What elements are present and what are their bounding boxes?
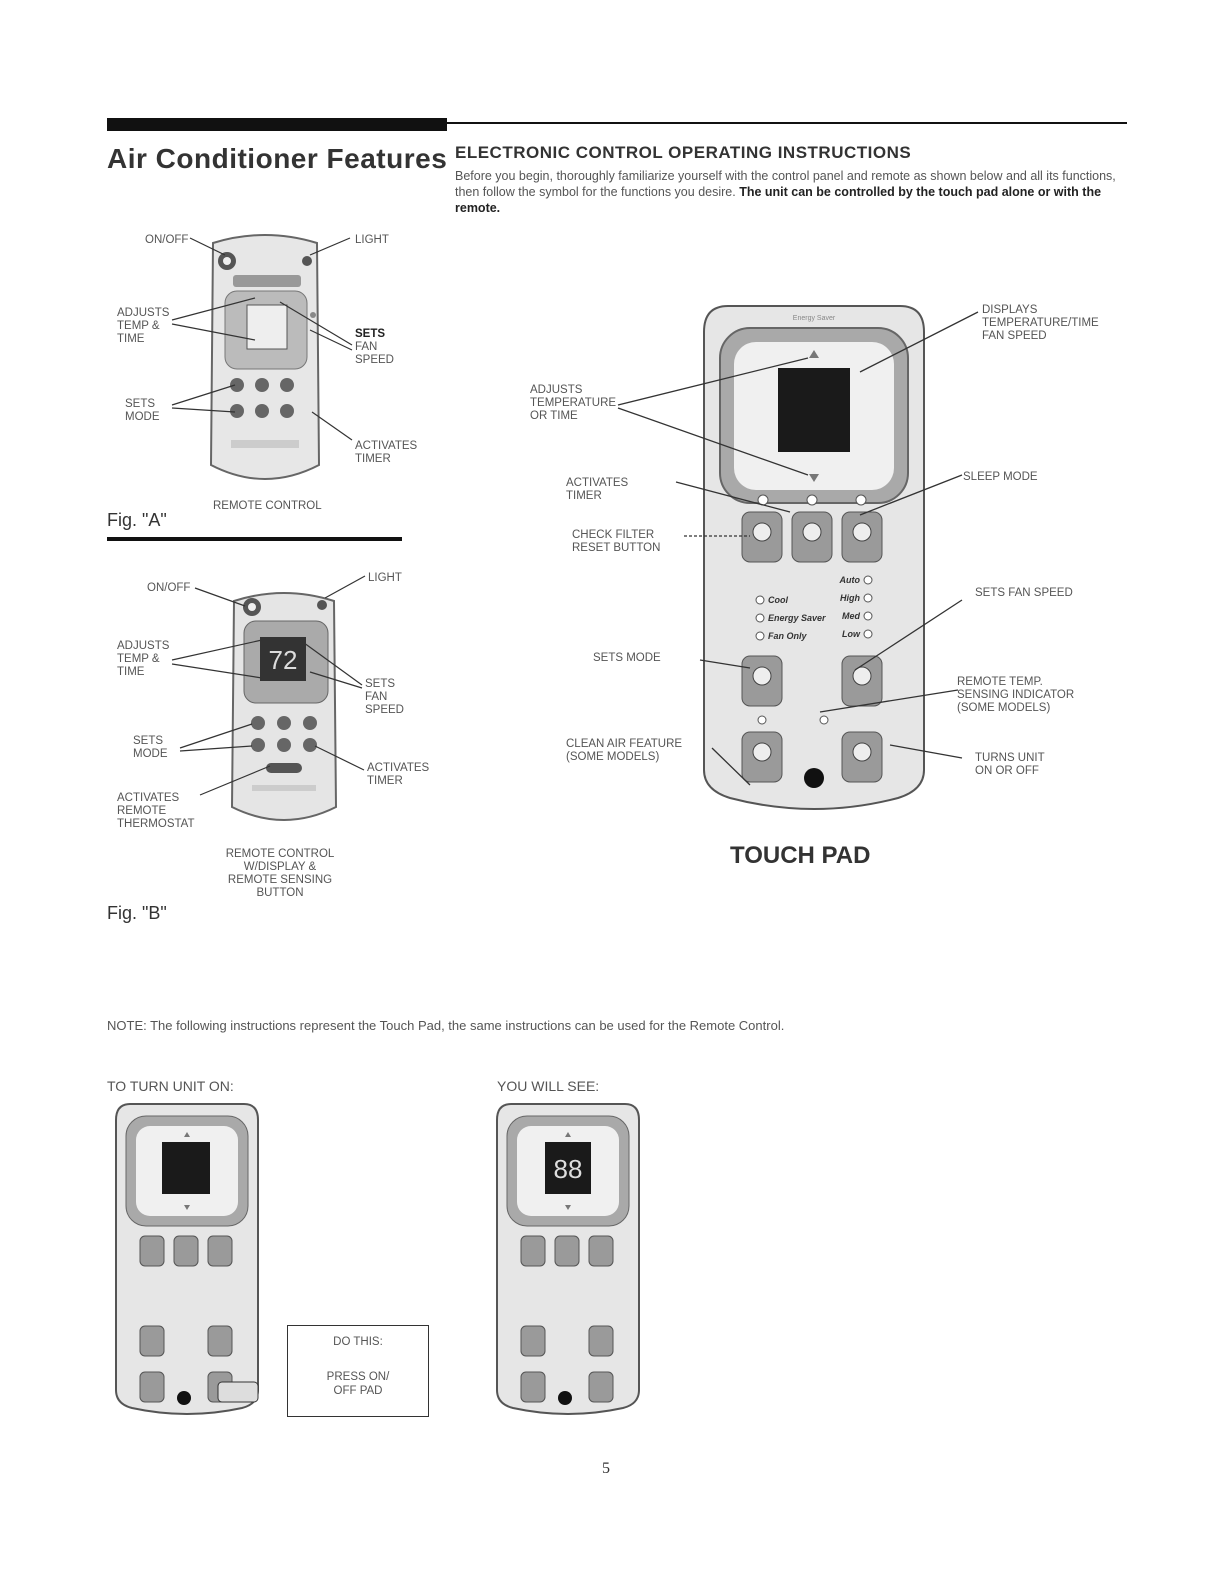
label-tp-timer: ACTIVATES TIMER (566, 477, 629, 502)
label-tp-adjusts: ADJUSTS TEMPERATURE OR TIME (530, 384, 617, 422)
label-tp-on-off: TURNS UNIT ON OR OFF (975, 752, 1045, 777)
header-rule-thin (447, 122, 1127, 124)
remote-control-b: 72 (230, 592, 338, 821)
label-a-adjusts: ADJUSTS TEMP & TIME (117, 307, 170, 345)
light-button-a (302, 256, 312, 266)
label-a-on-off: ON/OFF (145, 234, 189, 246)
fig-a-caption: Fig. "A" (107, 510, 167, 530)
fig-b-caption: Fig. "B" (107, 903, 167, 923)
mode-button-b5 (277, 738, 291, 752)
remote-a-display (246, 304, 288, 350)
touch-pad-leaders (617, 311, 979, 786)
mode-button-b3 (303, 716, 317, 730)
section-title: ELECTRONIC CONTROL OPERATING INSTRUCTION… (455, 143, 912, 162)
label-b-adjusts: ADJUSTS TEMP & TIME (117, 640, 170, 678)
label-tp-clean-air: CLEAN AIR FEATURE (some models) (566, 738, 683, 763)
mode-button-b1 (251, 716, 265, 730)
remote-sensor (804, 768, 824, 788)
label-tp-remote-temp: REMOTE TEMP. SENSING INDICATOR (SOME MOD… (957, 676, 1075, 714)
fig-a-leaders (171, 237, 353, 441)
touch-pad-display (778, 368, 850, 452)
do-this-label: DO THIS: (333, 1336, 383, 1348)
mode-button-a1 (230, 378, 244, 392)
speed-high: High (840, 593, 860, 603)
label-a-timer: ACTIVATES TIMER (355, 440, 418, 465)
touch-pad-large: Energy Saver Cool Energy Saver Fan Only … (703, 305, 925, 810)
step-turn-on-heading: TO TURN UNIT ON: (107, 1078, 234, 1094)
small-display-value: 88 (554, 1154, 583, 1184)
label-b-light: LIGHT (368, 572, 402, 584)
remote-control-a (209, 234, 321, 480)
pointing-hand-icon (217, 1381, 259, 1403)
step-you-will-see-heading: YOU WILL SEE: (497, 1078, 600, 1094)
label-a-light: LIGHT (355, 234, 389, 246)
press-on-off-label: PRESS ON/ OFF PAD (326, 1371, 390, 1397)
mode-button-a3 (280, 378, 294, 392)
intro-bold-text: The unit can be controlled by the touch … (455, 185, 1102, 215)
fig-a-rule (107, 537, 402, 541)
timer-button-b (303, 738, 317, 752)
temp-up-arrow (809, 350, 819, 358)
mode-button-b2 (277, 716, 291, 730)
label-tp-displays: DISPLAYS TEMPERATURE/TIME FAN SPEED (982, 304, 1099, 342)
note-text: NOTE: The following instructions represe… (107, 1018, 785, 1033)
svg-text:Energy Saver: Energy Saver (793, 315, 836, 322)
label-tp-sleep: SLEEP MODE (963, 471, 1038, 483)
label-tp-check-filter: CHECK FILTER RESET BUTTON (572, 529, 661, 554)
touch-pad-small-2: 88 (496, 1103, 640, 1415)
label-a-fan-speed: FAN SPEED (355, 341, 394, 366)
timer-button-a (280, 404, 294, 418)
remote-b-display (260, 637, 306, 681)
page-title: Air Conditioner Features (107, 143, 448, 174)
remote-sensing-button-b (266, 763, 302, 773)
speed-low: Low (842, 629, 861, 639)
intro-paragraph: Before you begin, thoroughly familiarize… (455, 168, 1125, 216)
speed-med: Med (842, 611, 861, 621)
fig-b-leaders (171, 575, 366, 796)
mode-cool: Cool (768, 595, 788, 605)
mode-button-a2 (255, 378, 269, 392)
label-a-sets-bold: SETS (355, 328, 386, 340)
page-number: 5 (602, 1460, 610, 1477)
intro-text: Before you begin, thoroughly familiarize… (455, 169, 1116, 199)
mode-list: Cool Energy Saver Fan Only (755, 595, 826, 641)
label-b-thermostat: ACTIVATES REMOTE THERMOSTAT (117, 792, 195, 830)
mode-button-a5 (255, 404, 269, 418)
touch-pad-small-1 (115, 1103, 259, 1415)
mode-energy-saver: Energy Saver (768, 613, 826, 623)
label-tp-sets-mode: SETS MODE (593, 652, 661, 664)
mode-button-a4 (230, 404, 244, 418)
speed-auto: Auto (839, 575, 861, 585)
label-b-remote: REMOTE CONTROL w/DISPLAY & REMOTE SENSIN… (225, 848, 335, 899)
label-a-remote: REMOTE CONTROL (213, 500, 322, 512)
remote-sensing-indicator (819, 715, 829, 725)
label-a-sets-mode: SETS MODE (125, 398, 160, 423)
remote-b-display-value: 72 (269, 645, 298, 675)
mode-fan-only: Fan Only (768, 631, 807, 641)
label-b-timer: ACTIVATES TIMER (367, 762, 430, 787)
speed-list: Auto High Med Low (839, 575, 873, 639)
header-rule-thick (107, 118, 447, 131)
instruction-box: DO THIS: PRESS ON/ OFF PAD (287, 1325, 429, 1417)
label-b-on-off: ON/OFF (147, 582, 191, 594)
mode-button-b4 (251, 738, 265, 752)
label-tp-fan-speed: SETS FAN SPEED (975, 587, 1073, 599)
touch-pad-title: TOUCH PAD (730, 842, 871, 869)
temp-down-arrow (809, 474, 819, 482)
light-button-b (317, 600, 327, 610)
label-b-fan-speed: SETS FAN SPEED (365, 678, 404, 716)
label-b-sets-mode: SETS MODE (133, 735, 168, 760)
